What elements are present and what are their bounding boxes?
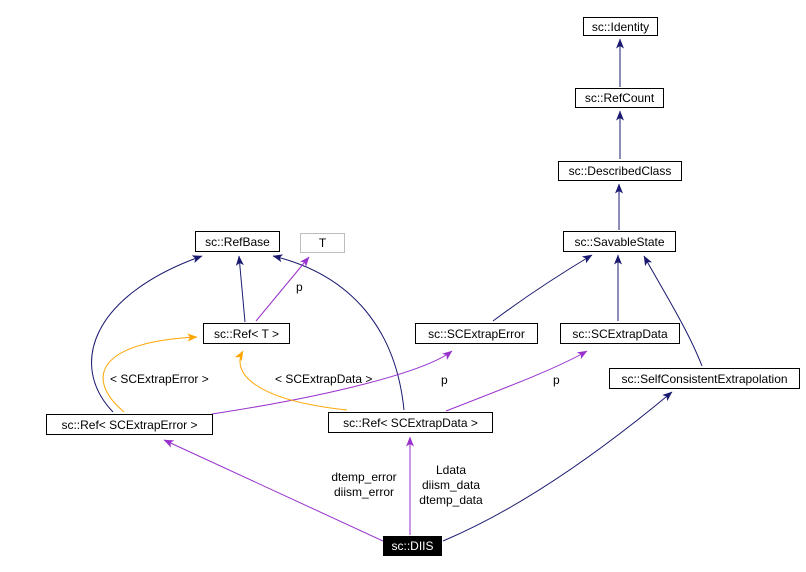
- edge-label-template-scextraperror: < SCExtrapError >: [110, 372, 209, 386]
- edge-referror-to-reft-template: [102, 333, 198, 413]
- edge-refdata-to-reft-template: [234, 350, 348, 411]
- class-node-diis-focal: sc::DIIS: [383, 536, 442, 556]
- edge-label-template-scextrapdata: < SCExtrapData >: [275, 372, 373, 386]
- edge-label-diis-data-members: Ldata diism_data dtemp_data: [419, 463, 483, 507]
- class-node-ref-scextrapdata[interactable]: sc::Ref< SCExtrapData >: [328, 412, 493, 433]
- edge-reft-to-refbase: [235, 255, 246, 323]
- class-node-scextraperror[interactable]: sc::SCExtrapError: [415, 323, 538, 344]
- template-param-node-t: T: [300, 233, 345, 253]
- edge-referror-to-refbase: [91, 255, 203, 413]
- class-node-ref-t[interactable]: sc::Ref< T >: [203, 323, 290, 344]
- edge-refdata-to-scextrapdata-p: [445, 350, 588, 412]
- edge-selfconsistent-to-savablestate: [643, 255, 703, 367]
- class-node-refcount[interactable]: sc::RefCount: [575, 88, 664, 108]
- edge-reft-to-t-p: [255, 256, 310, 322]
- class-node-describedclass[interactable]: sc::DescribedClass: [558, 161, 682, 181]
- edge-label-diis-error-members: dtemp_error diism_error: [331, 470, 397, 499]
- edge-diis-to-referror: [163, 439, 384, 542]
- edge-label-p-error: p: [441, 373, 448, 387]
- edge-label-p-t: p: [296, 280, 303, 294]
- class-node-scextrapdata[interactable]: sc::SCExtrapData: [560, 323, 680, 344]
- edge-referror-to-scextraperror-p: [211, 350, 453, 415]
- class-node-savablestate[interactable]: sc::SavableState: [563, 231, 676, 252]
- edge-scextraperror-to-savablestate: [492, 254, 593, 322]
- edge-label-p-data: p: [553, 373, 560, 387]
- class-node-refbase[interactable]: sc::RefBase: [195, 231, 280, 252]
- edge-diis-to-selfconsistent: [442, 391, 673, 542]
- class-node-ref-scextraperror[interactable]: sc::Ref< SCExtrapError >: [46, 414, 213, 435]
- class-node-identity[interactable]: sc::Identity: [583, 17, 658, 36]
- class-node-selfconsistentextrapolation[interactable]: sc::SelfConsistentExtrapolation: [609, 368, 800, 389]
